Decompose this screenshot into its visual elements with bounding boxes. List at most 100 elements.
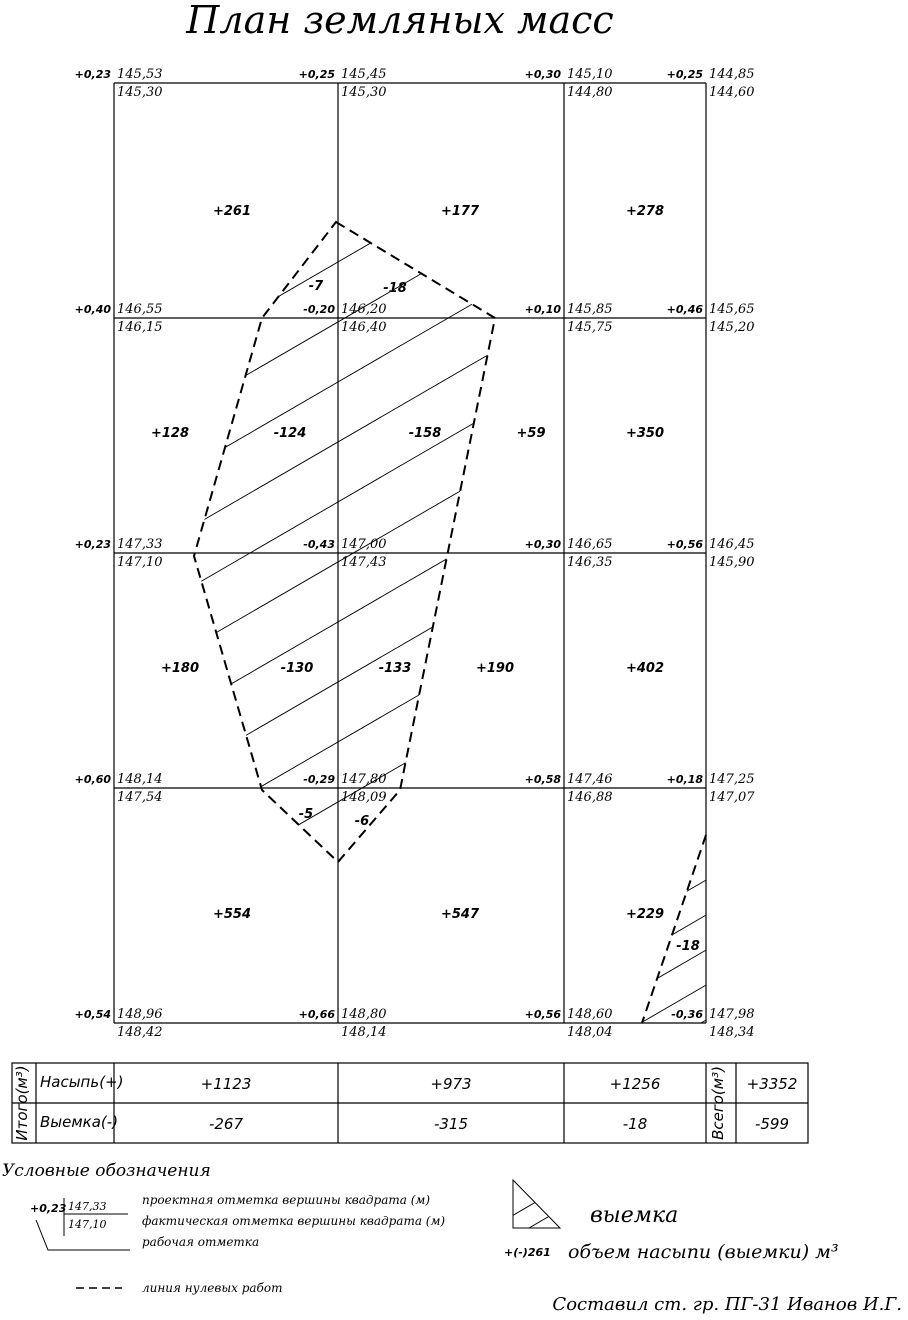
vertex-work-mark: +0,46 [667, 303, 704, 316]
grid [113, 82, 707, 1024]
vertex-actual-mark: 145,30 [117, 85, 163, 100]
fill-col-1: +1123 [201, 1075, 252, 1093]
vertex-actual-mark: 148,04 [567, 1025, 613, 1040]
vertex-actual-mark: 145,90 [709, 555, 755, 570]
vertex-design-mark: 145,85 [567, 302, 613, 317]
vertex-work-mark: +0,30 [525, 538, 562, 551]
vertex-design-mark: 147,25 [709, 772, 755, 787]
legend-zero-line-text: линия нулевых работ [142, 1281, 282, 1295]
cut-col-1: -267 [209, 1115, 243, 1133]
corner-cut-hatching [642, 871, 706, 1023]
vertex-design-mark: 145,10 [567, 67, 613, 82]
cut-row-label: Выемка(-) [40, 1113, 118, 1131]
vertex-work-mark: +0,18 [667, 773, 704, 786]
vertex-actual-mark: 148,14 [341, 1025, 387, 1040]
total-side-label: Всего(м³) [709, 1066, 727, 1140]
legend-design-text: проектная отметка вершины квадрата (м) [142, 1193, 430, 1207]
vertex-actual-mark: 146,35 [567, 555, 613, 570]
vertex-actual-mark: 145,75 [567, 320, 613, 335]
vertex-design-mark: 144,85 [709, 67, 755, 82]
cut-col-3: -18 [623, 1115, 648, 1133]
vertex-actual-mark: 147,54 [117, 790, 163, 805]
vertex-work-mark: -0,29 [303, 773, 335, 786]
vertex-work-mark: +0,10 [525, 303, 562, 316]
volume-label: -5 [299, 807, 313, 822]
vertex-work-mark: -0,43 [303, 538, 335, 551]
vertex-work-mark: +0,54 [75, 1008, 111, 1021]
total-cut: -599 [755, 1115, 789, 1133]
legend-heading: Условные обозначения [2, 1161, 211, 1181]
vertex-design-mark: 146,20 [341, 302, 387, 317]
vertex-actual-mark: 148,09 [341, 790, 387, 805]
vertex-work-mark: +0,23 [75, 538, 112, 551]
vertex-work-mark: -0,36 [671, 1008, 703, 1021]
table-side-label: Итого(м³) [13, 1065, 31, 1140]
vertex-design-mark: 148,60 [567, 1007, 613, 1022]
vertex-design-mark: 147,80 [341, 772, 387, 787]
vertex-design-mark: 148,96 [117, 1007, 163, 1022]
cut-zone-hatching [194, 222, 495, 862]
cut-col-2: -315 [434, 1115, 468, 1133]
zero-work-line [192, 220, 497, 864]
vertex-work-mark: +0,56 [525, 1008, 562, 1021]
vertex-actual-mark: 144,80 [567, 85, 613, 100]
volume-label: +229 [626, 907, 664, 922]
vertex-actual-mark: 147,07 [709, 790, 755, 805]
volume-label: -124 [274, 426, 307, 441]
vertex-work-mark: +0,25 [299, 68, 336, 81]
vertex-actual-mark: 147,10 [117, 555, 163, 570]
author-signature: Составил ст. гр. ПГ-31 Иванов И.Г. [552, 1294, 902, 1315]
volume-label: +128 [151, 426, 189, 441]
volume-label: +59 [517, 426, 546, 441]
legend-cut-text: выемка [590, 1203, 678, 1228]
vertex-work-mark: +0,66 [299, 1008, 336, 1021]
legend-actual-text: фактическая отметка вершины квадрата (м) [142, 1214, 445, 1228]
legend-work-leader [35, 1219, 130, 1251]
vertex-design-mark: 145,65 [709, 302, 755, 317]
volume-label: +554 [213, 907, 251, 922]
volume-label: -18 [383, 281, 407, 296]
vertex-work-mark: +0,58 [525, 773, 562, 786]
vertex-actual-mark: 144,60 [709, 85, 755, 100]
vertex-design-mark: 148,14 [117, 772, 163, 787]
vertex-work-mark: +0,30 [525, 68, 562, 81]
vertex-actual-mark: 146,40 [341, 320, 387, 335]
vertex-design-mark: 147,46 [567, 772, 613, 787]
volume-label: -133 [379, 661, 412, 676]
volume-label: -6 [355, 814, 369, 829]
volume-label: -130 [281, 661, 314, 676]
legend-volume-sample: +(-)261 [504, 1246, 551, 1259]
legend-sample-work: +0,23 [30, 1202, 67, 1215]
vertex-actual-mark: 145,30 [341, 85, 387, 100]
vertex-design-mark: 147,98 [709, 1007, 755, 1022]
legend-cut-triangle [512, 1178, 562, 1229]
volume-label: +261 [213, 204, 251, 219]
vertex-actual-mark: 145,20 [709, 320, 755, 335]
volume-label: -158 [409, 426, 442, 441]
vertex-work-mark: +0,56 [667, 538, 704, 551]
vertex-design-mark: 147,33 [117, 537, 163, 552]
vertex-actual-mark: 146,88 [567, 790, 613, 805]
legend-work-text: рабочая отметка [142, 1235, 259, 1249]
fill-col-3: +1256 [610, 1075, 661, 1093]
volume-label: +278 [626, 204, 664, 219]
fill-row-label: Насыпь(+) [40, 1073, 123, 1091]
total-fill: +3352 [747, 1075, 798, 1093]
vertex-design-mark: 146,45 [709, 537, 755, 552]
vertex-actual-mark: 146,15 [117, 320, 163, 335]
volume-label: +350 [626, 426, 664, 441]
fill-col-2: +973 [430, 1075, 471, 1093]
corner-zero-work-line [641, 834, 707, 1024]
volume-label: -7 [309, 279, 324, 294]
vertex-work-mark: +0,25 [667, 68, 704, 81]
vertex-work-mark: +0,40 [75, 303, 112, 316]
volume-label: +190 [476, 661, 514, 676]
summary-table [11, 1062, 809, 1144]
vertex-design-mark: 145,53 [117, 67, 163, 82]
vertex-work-mark: +0,60 [75, 773, 112, 786]
vertex-actual-mark: 147,43 [341, 555, 387, 570]
volume-label: -18 [676, 939, 700, 954]
volume-label: +402 [626, 661, 664, 676]
legend-sample-design: 147,33 [68, 1200, 107, 1213]
